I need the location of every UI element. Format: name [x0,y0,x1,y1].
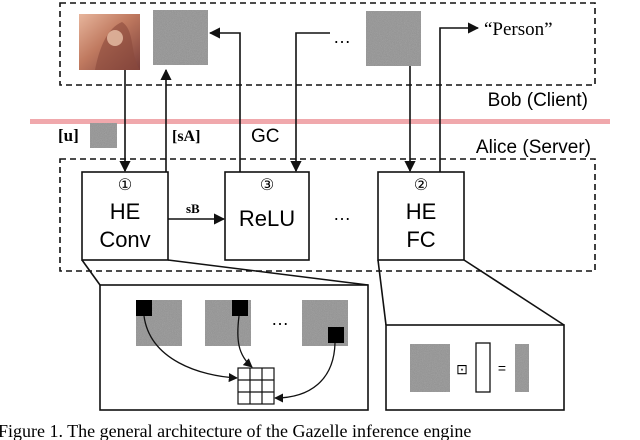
conv-window-1-arrow [143,315,238,383]
bob-region [59,2,596,86]
conv-zoom-line-right [167,259,369,286]
conv-kernel-window-2 [232,300,248,316]
conv-detail-ellipsis: … [271,309,289,329]
encrypted-input-label: [u] [58,126,79,145]
relu-number: ③ [260,177,274,194]
noise-texture [90,123,117,148]
fc-multiply-symbol: ⊡ [456,361,468,377]
conv-window-2-arrow [237,315,253,368]
relu-to-bob-arrow [208,27,241,172]
he-conv-block: ① HE Conv [81,171,169,261]
share-b-label: sB [186,201,200,216]
fc-input-vector [475,342,491,393]
conv-filter-grid [237,367,275,405]
alice-label: Alice (Server) [476,137,591,158]
he-fc-line2: FC [406,227,435,252]
output-label: “Person” [484,19,553,40]
he-fc-line1: HE [406,199,437,224]
he-conv-line2: Conv [99,227,150,252]
fc-equals-symbol: = [498,360,506,376]
relu-block: ③ ReLU [224,171,310,261]
fc-detail-panel: ⊡ = [385,324,565,411]
share-a-label: [sA] [172,128,200,145]
figure-caption: Figure 1. The general architecture of th… [0,421,471,440]
fc-zoom-line-right [463,259,565,326]
fc-zoom-line-left [377,259,387,326]
conv-detail-panel: … [99,284,369,411]
fc-to-output-arrow [439,22,480,172]
client-server-separator [30,119,610,124]
conv-zoom-line-left [81,259,101,286]
conv-window-3-arrow [274,342,336,403]
he-conv-line1: HE [110,199,141,224]
alice-region [59,158,596,272]
garbled-circuit-label: GC [251,126,280,147]
input-image [79,14,140,70]
bob-label: Bob (Client) [488,90,588,111]
noise-texture [153,10,208,65]
bob-ellipsis: … [333,27,351,47]
bob-to-relu-arrow [290,32,330,173]
conv-kernel-window-1 [136,300,152,316]
he-conv-number: ① [118,177,132,194]
he-fc-block: ② HE FC [377,171,465,261]
conv-kernel-window-3 [328,327,344,343]
alice-ellipsis: … [333,204,351,224]
relu-line1: ReLU [239,206,295,231]
noise-texture [366,11,421,66]
he-fc-number: ② [414,177,428,194]
